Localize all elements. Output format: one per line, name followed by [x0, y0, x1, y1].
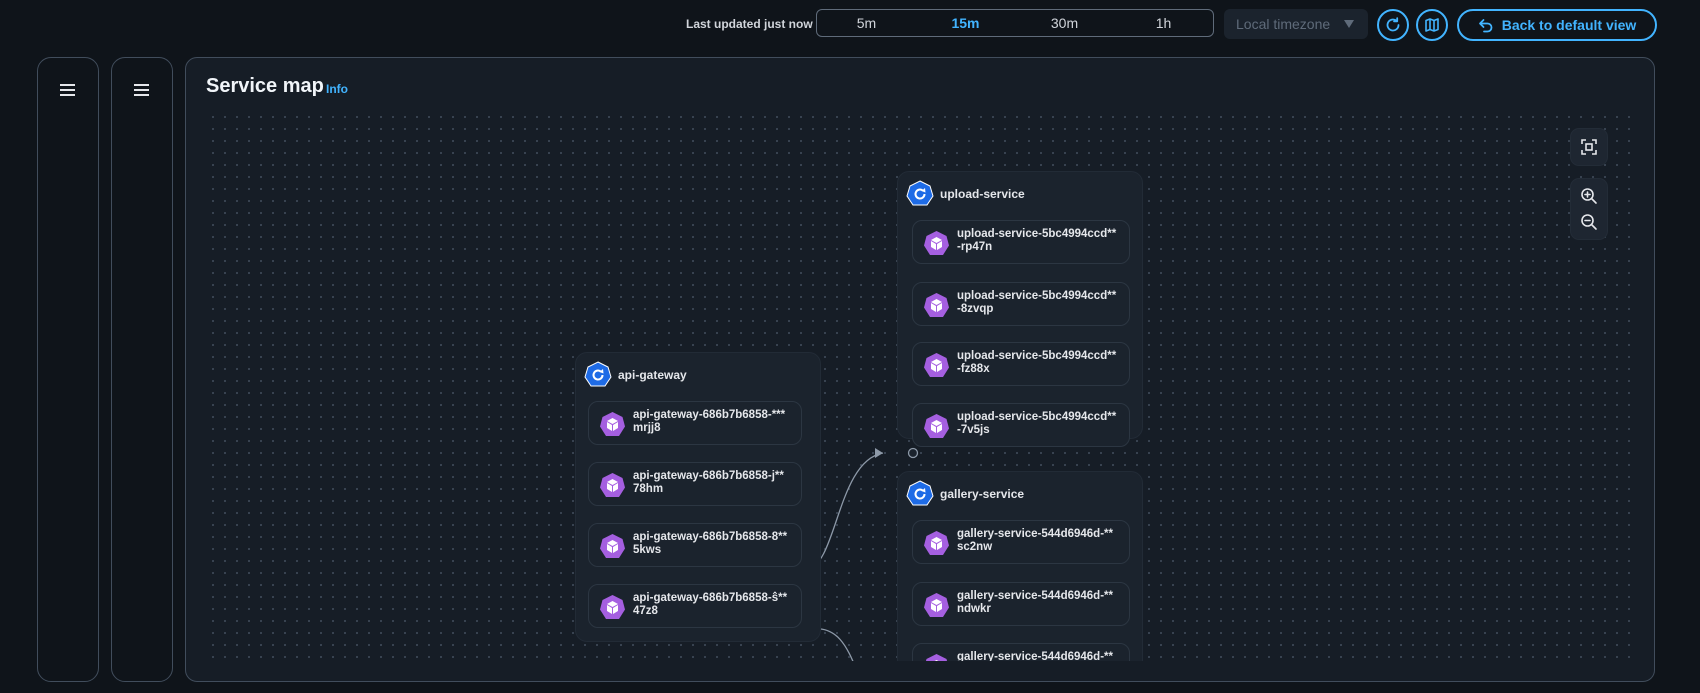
service-map-panel: Service map Info upload-service — [185, 57, 1655, 682]
service-map-canvas[interactable]: upload-service upload-service-5bc4994ccd… — [207, 111, 1635, 661]
zoom-in-icon — [1581, 188, 1597, 204]
fit-controls — [1571, 129, 1607, 165]
pod-card[interactable]: gallery-service-544d6946d-** sc2nw — [912, 520, 1130, 564]
hamburger-menu-icon[interactable] — [60, 84, 76, 98]
pod-icon — [600, 412, 625, 436]
kubernetes-service-icon — [906, 480, 934, 506]
zoom-out-icon — [1581, 214, 1597, 230]
kubernetes-service-icon — [584, 361, 612, 387]
hamburger-menu-icon[interactable] — [134, 84, 150, 98]
page-title: Service map — [206, 75, 324, 97]
service-name: gallery-service — [940, 487, 1025, 501]
service-group-upload-service[interactable]: upload-service upload-service-5bc4994ccd… — [897, 171, 1143, 447]
pod-icon — [925, 654, 948, 661]
refresh-icon — [1386, 17, 1400, 32]
pod-card[interactable]: api-gateway-686b7b6858-j** 78hm — [588, 462, 802, 506]
info-link[interactable]: Info — [326, 82, 348, 96]
pod-icon — [924, 414, 949, 438]
service-name: upload-service — [940, 187, 1025, 201]
pod-icon — [924, 593, 949, 617]
refresh-button[interactable] — [1377, 9, 1409, 41]
pod-icon — [600, 534, 625, 558]
pod-name: api-gateway-686b7b6858-8** 5kws — [633, 531, 788, 556]
zoom-out-button[interactable] — [1577, 210, 1601, 234]
kubernetes-service-icon — [906, 180, 934, 206]
pod-icon — [924, 293, 949, 317]
zoom-controls — [1571, 179, 1607, 239]
pod-name: upload-service-5bc4994ccd** -rp47n — [957, 228, 1117, 253]
range-1h[interactable]: 1h — [1155, 15, 1172, 31]
service-group-api-gateway[interactable]: api-gateway api-gateway-686b7b6858-*** m… — [575, 352, 821, 642]
map-view-button[interactable] — [1416, 9, 1448, 41]
service-header: api-gateway — [584, 361, 687, 389]
service-header: gallery-service — [906, 480, 1024, 508]
pod-card[interactable]: gallery-service-544d6946d-** ndwkr — [912, 582, 1130, 626]
pod-icon — [924, 353, 949, 377]
pod-name: upload-service-5bc4994ccd** -8zvqp — [957, 290, 1117, 315]
pod-name: gallery-service-544d6946d-** — [957, 651, 1113, 661]
secondary-rail — [111, 57, 173, 682]
back-button-label: Back to default view — [1501, 17, 1637, 33]
pod-name: upload-service-5bc4994ccd** -fz88x — [957, 350, 1117, 375]
navigation-rail — [37, 57, 99, 682]
pod-name: api-gateway-686b7b6858-*** mrjj8 — [633, 409, 786, 434]
caret-down-icon — [1344, 20, 1354, 28]
pod-card[interactable]: api-gateway-686b7b6858-*** mrjj8 — [588, 401, 802, 445]
pod-name: gallery-service-544d6946d-** sc2nw — [957, 528, 1113, 553]
pod-card[interactable]: api-gateway-686b7b6858-ŝ** 47z8 — [588, 584, 802, 628]
pod-icon — [600, 595, 625, 619]
pod-card[interactable]: upload-service-5bc4994ccd** -fz88x — [912, 342, 1130, 386]
pod-card[interactable]: upload-service-5bc4994ccd** -8zvqp — [912, 282, 1130, 326]
pod-name: upload-service-5bc4994ccd** -7v5js — [957, 411, 1117, 436]
range-30m[interactable]: 30m — [1050, 15, 1079, 31]
timezone-select[interactable]: Local timezone — [1224, 9, 1368, 39]
pod-card[interactable]: gallery-service-544d6946d-** — [912, 643, 1130, 661]
timezone-select-label: Local timezone — [1236, 16, 1331, 32]
map-icon — [1425, 18, 1439, 32]
pod-card[interactable]: upload-service-5bc4994ccd** -7v5js — [912, 403, 1130, 447]
pod-name: api-gateway-686b7b6858-j** 78hm — [633, 470, 784, 495]
service-name: api-gateway — [618, 368, 687, 382]
pod-icon — [600, 473, 625, 497]
zoom-in-button[interactable] — [1577, 184, 1601, 208]
last-updated-text: Last updated just now — [686, 17, 813, 31]
fit-to-screen-button[interactable] — [1577, 135, 1601, 159]
range-5m[interactable]: 5m — [856, 15, 877, 31]
pod-name: api-gateway-686b7b6858-ŝ** 47z8 — [633, 592, 788, 617]
pod-card[interactable]: upload-service-5bc4994ccd** -rp47n — [912, 220, 1130, 264]
pod-card[interactable]: api-gateway-686b7b6858-8** 5kws — [588, 523, 802, 567]
pod-icon — [924, 231, 949, 255]
top-toolbar: Last updated just now 5m 15m 30m 1h Loca… — [0, 0, 1700, 50]
pod-name: gallery-service-544d6946d-** ndwkr — [957, 590, 1113, 615]
service-group-gallery-service[interactable]: gallery-service gallery-service-544d6946… — [897, 471, 1143, 661]
service-header: upload-service — [906, 180, 1025, 208]
back-to-default-view-button[interactable]: Back to default view — [1457, 9, 1657, 41]
time-range-selector: 5m 15m 30m 1h — [816, 9, 1214, 37]
range-15m[interactable]: 15m — [951, 15, 980, 31]
fit-to-screen-icon — [1581, 139, 1597, 155]
undo-arrow-icon — [1478, 19, 1493, 33]
pod-icon — [924, 531, 949, 555]
